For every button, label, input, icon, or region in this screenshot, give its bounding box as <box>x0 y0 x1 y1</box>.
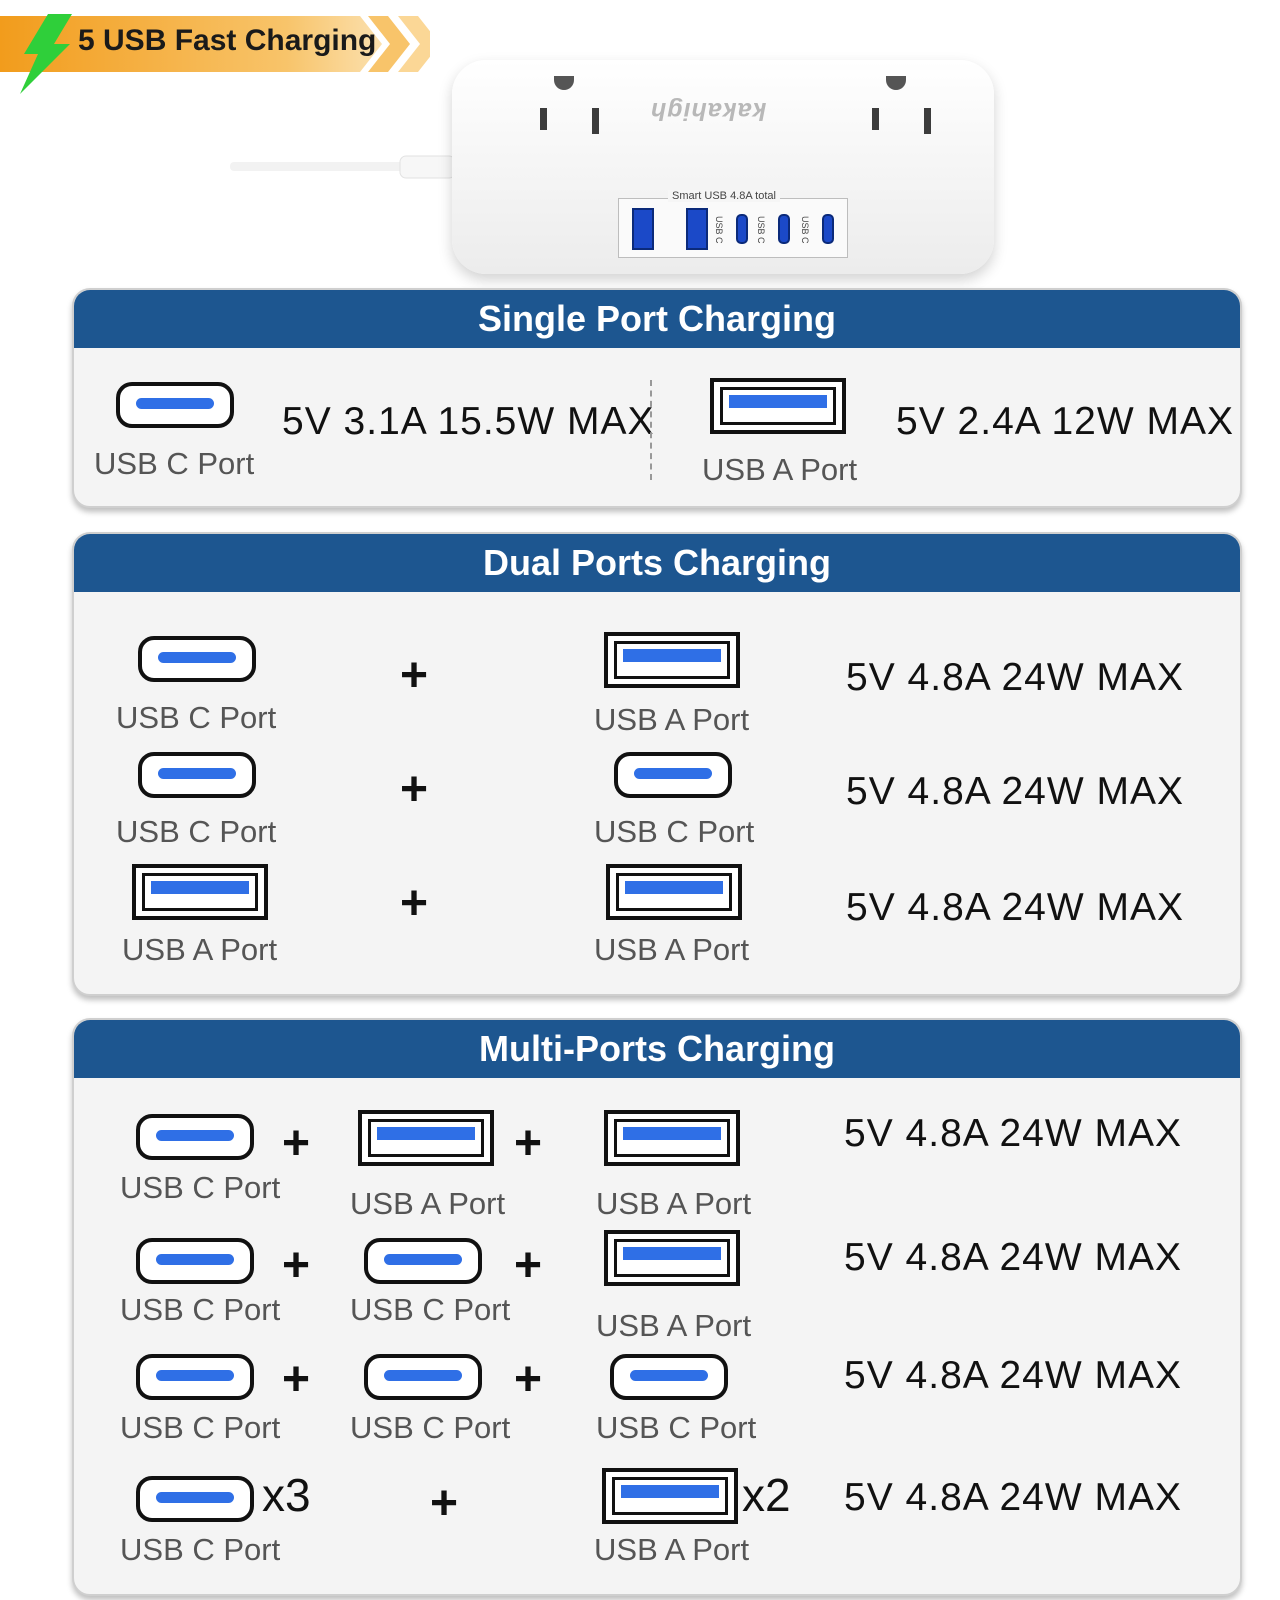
usb-c-port-icon <box>364 1238 482 1284</box>
banner-title: 5 USB Fast Charging <box>78 24 377 57</box>
usb-a-port-icon <box>358 1110 494 1166</box>
port-label: USB A Port <box>350 1186 506 1221</box>
dual-ports-card: Dual Ports Charging USB C Port + USB A P… <box>72 532 1242 996</box>
power-cable <box>230 155 455 179</box>
port-label: USB C Port <box>594 814 755 849</box>
port-label: USB A Port <box>702 452 858 487</box>
port-label: USB A Port <box>596 1186 752 1221</box>
port-label: USB C Port <box>350 1410 511 1445</box>
device-usb-c-port <box>778 214 790 244</box>
banner-background <box>0 16 430 72</box>
plus-sign: + <box>282 1117 311 1170</box>
outlet-left-blade <box>540 108 547 130</box>
device-usb-c-label: USB C <box>800 216 810 244</box>
outlet-right-blade <box>872 108 879 130</box>
multiplier-label: x3 <box>262 1469 311 1521</box>
outlet-left-ground <box>554 76 574 90</box>
usb-c-port-icon <box>136 1354 254 1400</box>
device-usb-panel-label: Smart USB 4.8A total <box>668 190 780 202</box>
device-usb-c-label: USB C <box>714 216 724 244</box>
power-spec: 5V 2.4A 12W MAX <box>896 400 1234 443</box>
port-label: USB C Port <box>120 1410 281 1445</box>
port-label: USB C Port <box>120 1292 281 1327</box>
power-spec: 5V 4.8A 24W MAX <box>846 886 1184 929</box>
power-spec: 5V 4.8A 24W MAX <box>844 1236 1182 1279</box>
usb-a-port-icon <box>132 864 268 920</box>
power-spec: 5V 4.8A 24W MAX <box>844 1476 1182 1519</box>
device-usb-c-label: USB C <box>756 216 766 244</box>
plus-sign: + <box>400 763 429 816</box>
usb-a-port-icon <box>602 1468 738 1524</box>
power-spec: 5V 4.8A 24W MAX <box>844 1354 1182 1397</box>
usb-a-port-icon <box>604 632 740 688</box>
usb-a-port-icon <box>606 864 742 920</box>
usb-c-port-icon <box>136 1114 254 1160</box>
power-spec: 5V 4.8A 24W MAX <box>844 1112 1182 1155</box>
single-port-card: Single Port Charging USB C Port 5V 3.1A … <box>72 288 1242 508</box>
port-label: USB A Port <box>594 702 750 737</box>
device-usb-a-port <box>632 208 654 250</box>
usb-c-port-icon <box>116 382 234 428</box>
usb-c-port-icon <box>610 1354 728 1400</box>
port-label: USB C Port <box>350 1292 511 1327</box>
port-label: USB C Port <box>120 1532 281 1567</box>
plus-sign: + <box>514 1353 543 1406</box>
plus-sign: + <box>514 1239 543 1292</box>
plus-sign: + <box>282 1239 311 1292</box>
port-label: USB A Port <box>594 1532 750 1567</box>
usb-c-port-icon <box>136 1476 254 1522</box>
usb-c-port-icon <box>138 752 256 798</box>
card-title: Single Port Charging <box>477 298 836 339</box>
outlet-right-ground <box>886 76 906 90</box>
usb-a-port-icon <box>604 1110 740 1166</box>
port-label: USB A Port <box>594 932 750 967</box>
usb-c-port-icon <box>614 752 732 798</box>
port-label: USB C Port <box>116 700 277 735</box>
usb-c-port-icon <box>138 636 256 682</box>
port-label: USB C Port <box>596 1410 757 1445</box>
usb-a-port-icon <box>710 378 846 434</box>
usb-a-port-icon <box>604 1230 740 1286</box>
port-label: USB C Port <box>116 814 277 849</box>
multiplier-label: x2 <box>742 1469 791 1521</box>
card-title: Multi-Ports Charging <box>479 1028 835 1069</box>
card-title: Dual Ports Charging <box>482 542 832 583</box>
card-header: Single Port Charging <box>74 290 1240 348</box>
port-label: USB A Port <box>122 932 278 967</box>
plus-sign: + <box>400 877 429 930</box>
device-usb-a-port <box>686 208 708 250</box>
power-spec: 5V 4.8A 24W MAX <box>846 656 1184 699</box>
device-usb-c-port <box>736 214 748 244</box>
port-label: USB C Port <box>120 1170 281 1205</box>
multi-ports-card: Multi-Ports Charging USB C Port + USB A … <box>72 1018 1242 1596</box>
port-label: USB A Port <box>596 1308 752 1343</box>
outlet-left-blade <box>592 108 599 134</box>
plus-sign: + <box>400 649 429 702</box>
brand-logo: kakahigh <box>650 97 767 125</box>
power-spec: 5V 4.8A 24W MAX <box>846 770 1184 813</box>
port-label: USB C Port <box>94 446 255 481</box>
divider <box>650 380 652 480</box>
card-header: Multi-Ports Charging <box>74 1020 1240 1078</box>
plus-sign: + <box>282 1353 311 1406</box>
power-spec: 5V 3.1A 15.5W MAX <box>282 400 655 443</box>
card-header: Dual Ports Charging <box>74 534 1240 592</box>
usb-c-port-icon <box>136 1238 254 1284</box>
plus-sign: + <box>514 1117 543 1170</box>
lightning-bolt-icon <box>20 14 72 94</box>
outlet-right-blade <box>924 108 931 134</box>
usb-c-port-icon <box>364 1354 482 1400</box>
plus-sign: + <box>430 1477 459 1530</box>
device-usb-c-port <box>822 214 834 244</box>
